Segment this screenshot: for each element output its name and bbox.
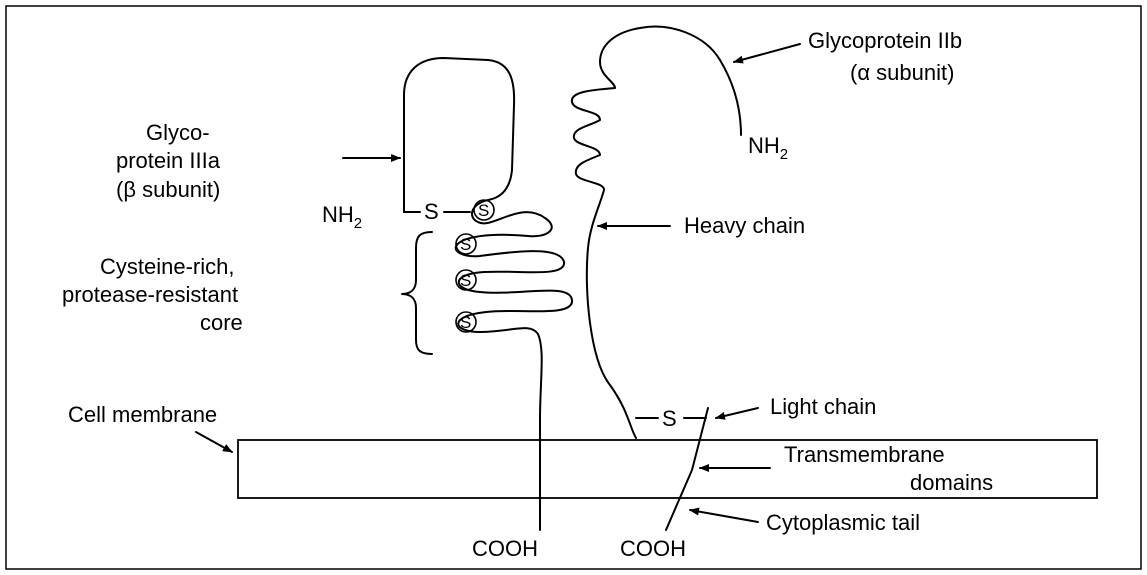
label-glycoprotein-iib: Glycoprotein IIb [808,28,962,53]
label-cooh-left: COOH [472,536,538,561]
arrow-cytoplasmic-tail [690,510,758,522]
label-glyco: Glyco- [146,120,210,145]
label-beta-subunit: (β subunit) [116,177,220,202]
label-domains: domains [910,470,993,495]
label-nh2-right: NH2 [748,133,788,163]
label-protein-iiia: protein IIIa [116,148,221,173]
svg-text:S: S [460,313,471,332]
label-alpha-subunit: (α subunit) [850,60,954,85]
arrow-light-chain [716,408,758,418]
label-core-2: protease-resistant [62,282,238,307]
label-core-1: Cysteine-rich, [100,254,234,279]
label-nh2-left: NH2 [322,202,362,232]
label-transmembrane: Transmembrane [784,442,945,467]
disulfide-s-beta: S [424,199,439,224]
label-cell-membrane: Cell membrane [68,402,217,427]
disulfide-s-light: S [662,406,677,431]
beta-subunit-chain [404,58,572,530]
arrow-glycoprotein-iib [734,44,800,62]
arrow-cell-membrane [196,432,232,452]
core-brace [402,232,432,354]
label-cooh-right: COOH [620,536,686,561]
label-core-3: core [200,310,243,335]
svg-text:S: S [478,201,489,220]
cysteine-loop-1: S [474,200,494,220]
label-light-chain: Light chain [770,394,876,419]
svg-text:S: S [460,271,471,290]
label-heavy-chain: Heavy chain [684,213,805,238]
svg-text:S: S [460,235,471,254]
label-cytoplasmic-tail: Cytoplasmic tail [766,510,920,535]
